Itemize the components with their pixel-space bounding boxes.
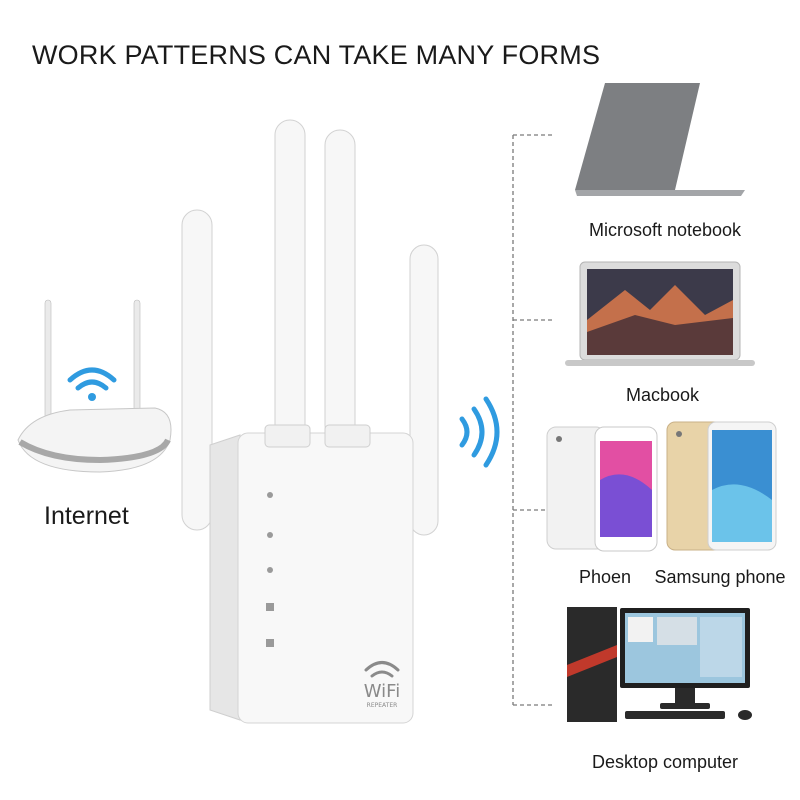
wifi-logo-icon: WiFi REPEATER (364, 661, 400, 709)
device-label-microsoft-notebook: Microsoft notebook (588, 220, 742, 240)
wifi-repeater: WiFi REPEATER (170, 115, 460, 730)
source-label: Internet (44, 502, 129, 530)
android-phone-icon (666, 421, 777, 551)
signal-waves-icon (459, 396, 500, 468)
device-label-desktop: Desktop computer (591, 752, 739, 772)
repeater-subtitle: REPEATER (367, 702, 398, 709)
wifi-signal-icon (67, 367, 117, 391)
connector-bracket (512, 134, 555, 706)
device-label-samsung: Samsung phone (654, 567, 786, 587)
device-label-macbook: Macbook (625, 385, 700, 405)
laptop-gray-icon (575, 83, 745, 196)
device-microsoft-notebook (565, 78, 755, 203)
repeater-brand: WiFi (364, 681, 400, 702)
desktop-computer-icon (567, 607, 752, 722)
repeater-icon: WiFi REPEATER (181, 119, 439, 724)
iphone-icon (546, 426, 658, 552)
device-label-phone: Phoen (578, 567, 632, 587)
macbook-icon (565, 261, 755, 366)
device-macbook (565, 260, 755, 370)
router-icon (17, 299, 172, 473)
home-router (10, 290, 180, 490)
broadcast-waves (450, 395, 505, 470)
device-desktop (565, 605, 765, 725)
headline: WORK PATTERNS CAN TAKE MANY FORMS (32, 40, 601, 70)
device-samsung (665, 420, 780, 555)
device-iphone (545, 425, 660, 555)
